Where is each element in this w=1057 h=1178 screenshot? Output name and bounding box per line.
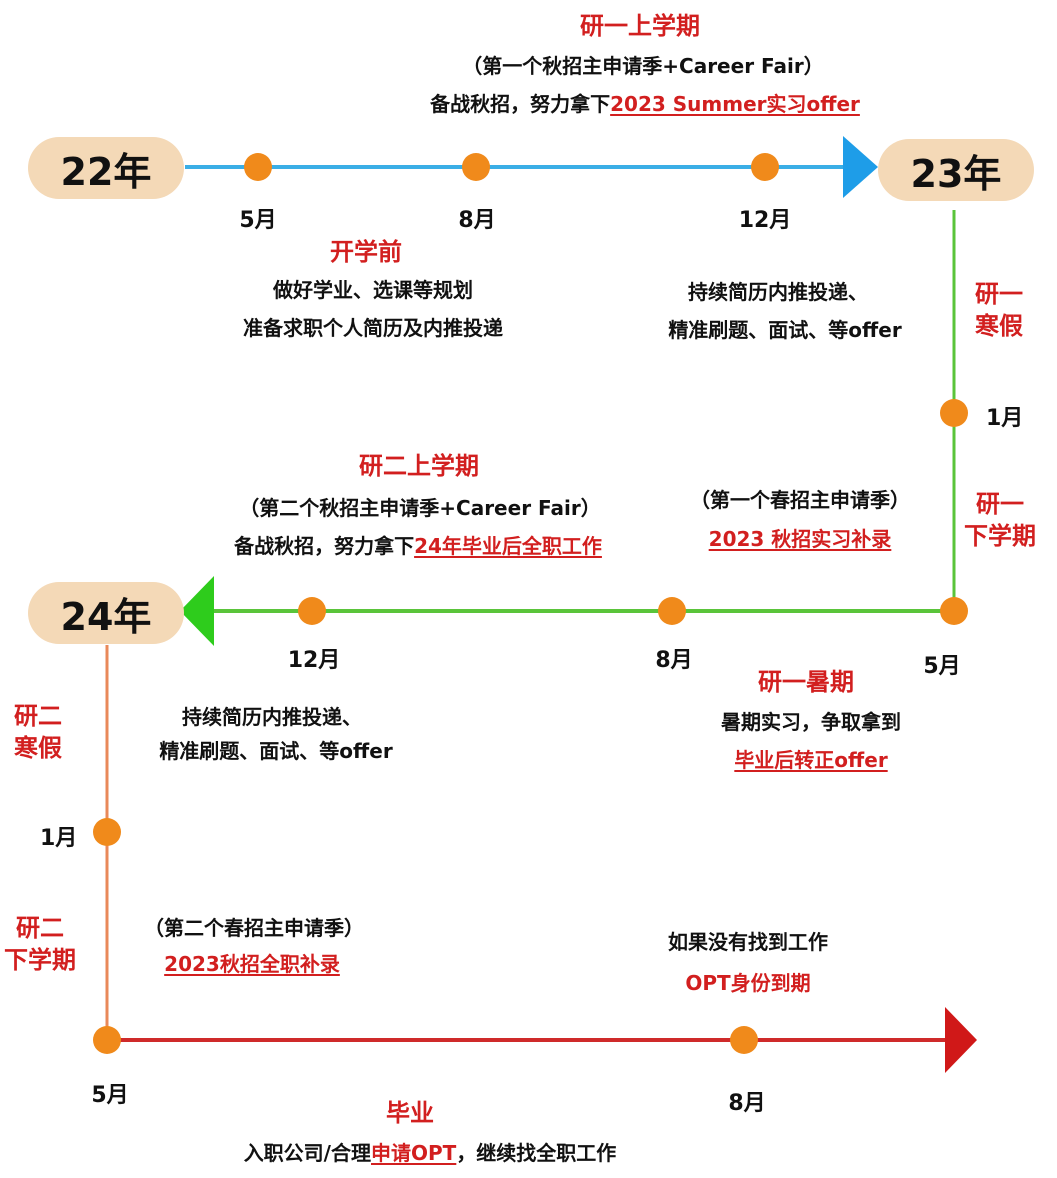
month-label-r1-dec: 12月 bbox=[738, 208, 792, 233]
spring1-side-label: 研一 下学期 bbox=[964, 488, 1036, 552]
spring2-side-label: 研二 下学期 bbox=[4, 912, 76, 976]
grad-line-highlight: 申请OPT bbox=[371, 1141, 457, 1165]
dec2-line1: 持续简历内推投递、 bbox=[182, 705, 362, 729]
row1-dot-aug bbox=[462, 153, 490, 181]
sem3-line2: 备战秋招，努力拿下24年毕业后全职工作 bbox=[234, 532, 602, 560]
sem1-title: 研一上学期 bbox=[580, 12, 700, 40]
winter1-line2: 寒假 bbox=[975, 312, 1023, 340]
year-label-23: 23年 bbox=[910, 151, 1002, 196]
grad-line-prefix: 入职公司/合理 bbox=[243, 1141, 371, 1165]
spring1-side-line1: 研一 bbox=[976, 490, 1024, 518]
sem1-line1: （第一个秋招主申请季+Career Fair） bbox=[462, 54, 824, 78]
row1-dot-may bbox=[244, 153, 272, 181]
summer1-line2-highlight: 毕业后转正offer bbox=[734, 748, 888, 772]
dec1-line2: 精准刷题、面试、等offer bbox=[668, 318, 902, 342]
row3-dot-may bbox=[93, 1026, 121, 1054]
row3-arrowhead bbox=[945, 1007, 977, 1073]
month-label-r3-aug: 8月 bbox=[728, 1091, 766, 1116]
row1-dot-dec bbox=[751, 153, 779, 181]
grad-line-suffix: ，继续找全职工作 bbox=[456, 1141, 617, 1165]
right-dot-jan bbox=[940, 399, 968, 427]
summer1-line1: 暑期实习，争取拿到 bbox=[721, 710, 901, 734]
sem3-title: 研二上学期 bbox=[359, 452, 479, 480]
month-label-r2-may: 5月 bbox=[923, 654, 961, 679]
winter2-line1: 研二 bbox=[14, 702, 62, 730]
month-label-r2-aug: 8月 bbox=[655, 648, 693, 673]
pre-line2: 准备求职个人简历及内推投递 bbox=[243, 316, 503, 340]
row2-dot-may bbox=[940, 597, 968, 625]
winter1-side-label: 研一 寒假 bbox=[975, 278, 1023, 342]
year-label-24: 24年 bbox=[60, 594, 152, 639]
pre-title: 开学前 bbox=[330, 238, 402, 266]
sem3-line2-highlight: 24年毕业后全职工作 bbox=[414, 534, 602, 558]
month-label-v2-jan: 1月 bbox=[40, 826, 78, 851]
month-label-r1-aug: 8月 bbox=[458, 208, 496, 233]
sem3-line2-prefix: 备战秋招，努力拿下 bbox=[234, 534, 415, 558]
spring2-side-line2: 下学期 bbox=[4, 946, 76, 974]
opt-line1: 如果没有找到工作 bbox=[668, 930, 828, 954]
grad-line: 入职公司/合理申请OPT，继续找全职工作 bbox=[244, 1139, 617, 1167]
summer1-title: 研一暑期 bbox=[758, 668, 854, 696]
row2-dot-aug bbox=[658, 597, 686, 625]
spring1-line1: （第一个春招主申请季） bbox=[690, 488, 910, 512]
month-label-r2-dec: 12月 bbox=[287, 648, 341, 673]
month-label-r1-may: 5月 bbox=[239, 208, 277, 233]
month-label-v1-jan: 1月 bbox=[986, 406, 1024, 431]
pre-line1: 做好学业、选课等规划 bbox=[273, 278, 473, 302]
row2-arrowhead bbox=[180, 576, 214, 646]
sem3-line1: （第二个秋招主申请季+Career Fair） bbox=[239, 496, 601, 520]
sem1-line2-prefix: 备战秋招，努力拿下 bbox=[430, 92, 611, 116]
dec1-line1: 持续简历内推投递、 bbox=[688, 280, 868, 304]
winter2-side-label: 研二 寒假 bbox=[14, 700, 62, 764]
sem1-line2-highlight: 2023 Summer实习offer bbox=[610, 92, 860, 116]
grad-title: 毕业 bbox=[386, 1099, 434, 1127]
spring2-side-line1: 研二 bbox=[16, 914, 64, 942]
row3-dot-aug bbox=[730, 1026, 758, 1054]
year-pill-24: 24年 bbox=[28, 582, 184, 644]
dec2-line2: 精准刷题、面试、等offer bbox=[159, 739, 393, 763]
year-label-22: 22年 bbox=[60, 149, 152, 194]
spring2-line2-highlight: 2023秋招全职补录 bbox=[164, 952, 340, 976]
spring1-line2-highlight: 2023 秋招实习补录 bbox=[708, 527, 892, 551]
row1-arrowhead bbox=[843, 136, 878, 198]
spring2-line1: （第二个春招主申请季） bbox=[144, 916, 364, 940]
winter2-line2: 寒假 bbox=[14, 734, 62, 762]
year-pill-22: 22年 bbox=[28, 137, 184, 199]
left-dot-jan bbox=[93, 818, 121, 846]
row2-dot-dec bbox=[298, 597, 326, 625]
month-label-r3-may: 5月 bbox=[91, 1083, 129, 1108]
spring1-side-line2: 下学期 bbox=[964, 522, 1036, 550]
year-pill-23: 23年 bbox=[878, 139, 1034, 201]
winter1-line1: 研一 bbox=[975, 280, 1023, 308]
opt-line2: OPT身份到期 bbox=[685, 971, 811, 995]
sem1-line2: 备战秋招，努力拿下2023 Summer实习offer bbox=[430, 90, 860, 118]
